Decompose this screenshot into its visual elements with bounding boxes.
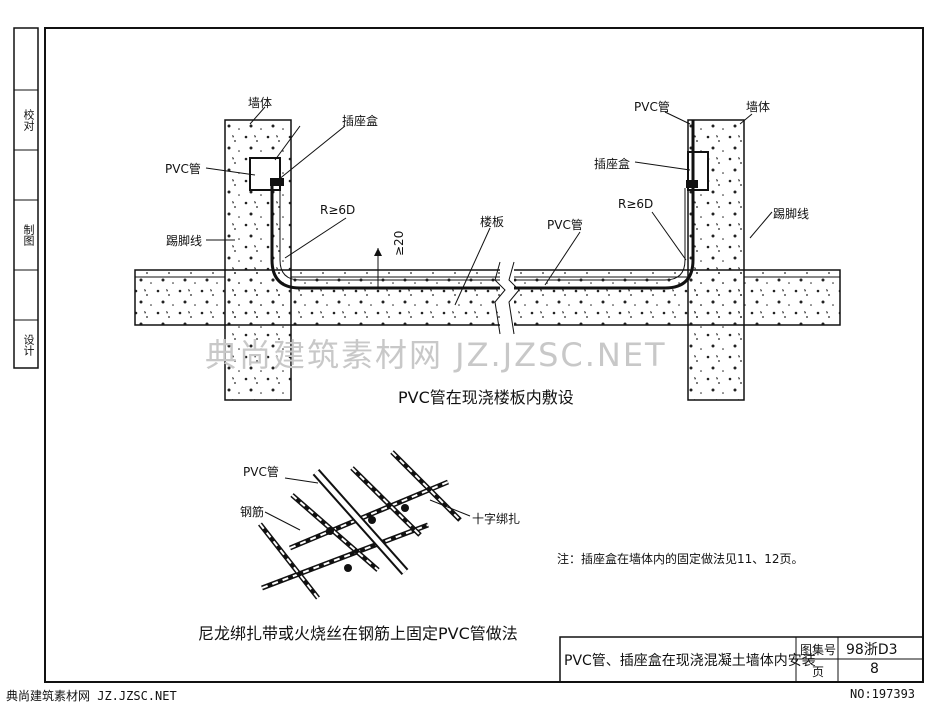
label-bend-right: R≥6D xyxy=(618,197,654,211)
side-design: 设计 xyxy=(22,334,35,356)
atlas-label: 图集号 xyxy=(800,643,837,657)
floor-slab xyxy=(134,269,841,326)
label-cross-tie: 十字绑扎 xyxy=(472,512,521,526)
rebar-mesh xyxy=(258,450,462,600)
caption-mesh: 尼龙绑扎带或火烧丝在钢筋上固定PVC管做法 xyxy=(198,624,518,643)
side-drawing: 制图 xyxy=(22,224,35,246)
label-wall-right: 墙体 xyxy=(746,100,771,114)
side-strip xyxy=(13,27,39,369)
label-dim-20: ≥20 xyxy=(392,230,406,256)
title-block-title: PVC管、插座盒在现浇混凝土墙体内安装 xyxy=(564,653,816,669)
page-value: 8 xyxy=(870,661,879,677)
caption-section: PVC管在现浇楼板内敷设 xyxy=(398,388,574,407)
side-check: 校对 xyxy=(22,109,35,131)
label-pvc-left: PVC管 xyxy=(165,162,201,176)
pvc-pipe-route xyxy=(270,120,695,290)
label-pvc-mid: PVC管 xyxy=(547,218,583,232)
atlas-value: 98浙D3 xyxy=(846,642,898,658)
label-rebar: 钢筋 xyxy=(240,505,265,519)
footer-right: NO:197393 xyxy=(850,687,916,701)
watermark: 典尚建筑素材网 JZ.JZSC.NET xyxy=(205,336,667,374)
label-skirting-right: 踢脚线 xyxy=(773,207,810,221)
footer-left: 典尚建筑素材网 JZ.JZSC.NET xyxy=(6,689,177,703)
label-pvc-mesh: PVC管 xyxy=(243,465,279,479)
page-label: 页 xyxy=(812,665,825,679)
note: 注：插座盒在墙体内的固定做法见11、12页。 xyxy=(557,552,804,566)
drawing-frame xyxy=(44,27,924,683)
label-floor-slab: 楼板 xyxy=(480,215,505,229)
label-wall-left: 墙体 xyxy=(248,96,273,110)
label-bend-left: R≥6D xyxy=(320,203,356,217)
label-socket-box-left: 插座盒 xyxy=(342,114,379,128)
label-pvc-right: PVC管 xyxy=(634,100,670,114)
label-socket-box-right: 插座盒 xyxy=(594,157,631,171)
label-skirting-left: 踢脚线 xyxy=(166,234,203,248)
